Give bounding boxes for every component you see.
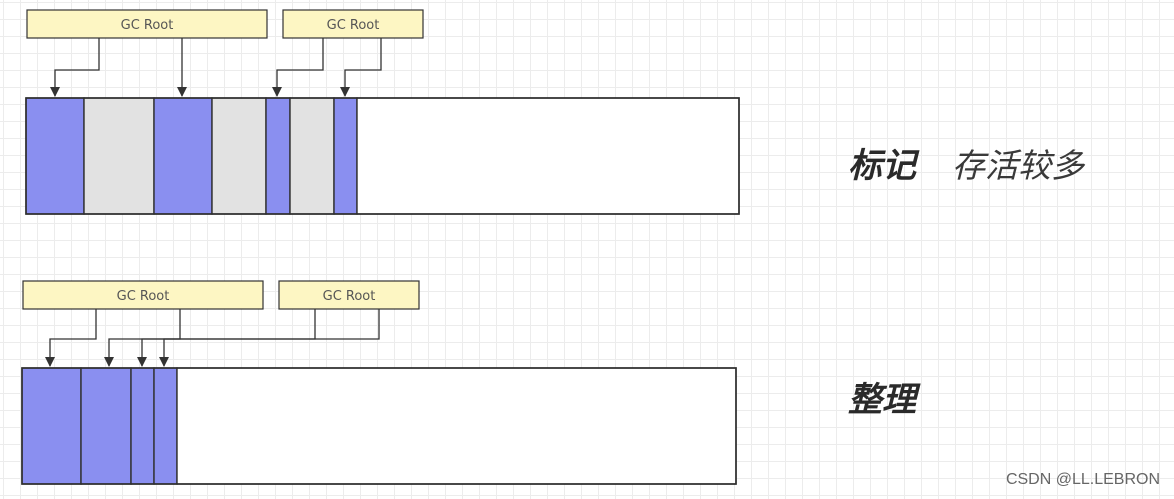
free-memory-block <box>176 367 737 485</box>
live-memory-block <box>153 97 213 215</box>
compact-phase: GC Root GC Root <box>21 280 737 485</box>
dead-memory-block <box>289 97 335 215</box>
compact-phase-title: 整理 <box>848 380 916 420</box>
live-memory-block <box>265 97 291 215</box>
gc-root-label: GC Root <box>327 18 380 33</box>
gc-root-label: GC Root <box>117 289 170 304</box>
compact-gc-root-2: GC Root <box>278 280 420 310</box>
dead-memory-block <box>83 97 155 215</box>
compact-reference-arrows <box>45 309 380 367</box>
mark-reference-arrows <box>50 38 382 97</box>
mark-memory-outline <box>25 97 740 215</box>
mark-gc-root-1: GC Root <box>26 9 268 39</box>
mark-gc-root-2: GC Root <box>282 9 424 39</box>
compact-memory-bar <box>21 367 737 485</box>
mark-memory-bar <box>25 97 740 215</box>
dead-memory-block <box>211 97 267 215</box>
reference-arrow <box>340 38 382 97</box>
live-memory-block <box>130 367 155 485</box>
free-memory-block <box>356 97 740 215</box>
reference-arrow <box>45 309 97 367</box>
mark-phase-title: 标记 <box>848 146 916 186</box>
gc-root-label: GC Root <box>121 18 174 33</box>
reference-arrow <box>159 309 380 367</box>
live-memory-block <box>153 367 178 485</box>
gc-root-box <box>22 280 264 310</box>
watermark: CSDN @LL.LEBRON <box>1005 471 1160 488</box>
mark-phase: GC Root GC Root <box>25 9 740 215</box>
gc-root-box <box>26 9 268 39</box>
compact-memory-outline <box>21 367 737 485</box>
gc-root-label: GC Root <box>323 289 376 304</box>
mark-phase-subtitle: 存活较多 <box>952 146 1084 185</box>
live-memory-block <box>21 367 82 485</box>
compact-gc-root-1: GC Root <box>22 280 264 310</box>
gc-root-box <box>282 9 424 39</box>
reference-arrow <box>272 38 324 97</box>
live-memory-block <box>333 97 358 215</box>
reference-arrow <box>50 38 100 97</box>
reference-arrow <box>104 309 181 367</box>
reference-arrow <box>137 309 316 367</box>
live-memory-block <box>25 97 85 215</box>
gc-root-box <box>278 280 420 310</box>
live-memory-block <box>80 367 132 485</box>
